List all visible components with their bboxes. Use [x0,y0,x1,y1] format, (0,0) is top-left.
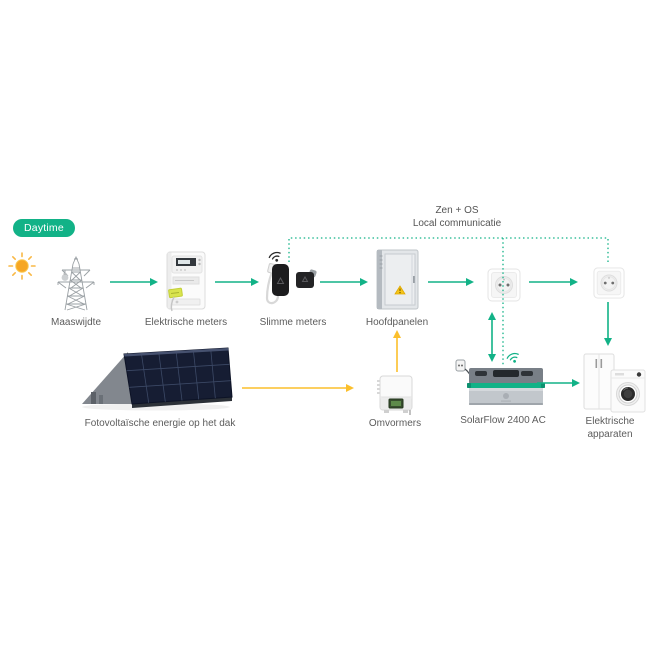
sun-icon [8,252,36,280]
arrow-battery-to-appliances [537,379,580,387]
battery-label: SolarFlow 2400 AC [460,415,546,426]
arrow-outlet2-to-appliances [604,302,612,346]
breaker-cabinet-icon [376,249,419,310]
arrow-smartmeter-to-panel [320,278,368,286]
wall-outlet-icon [487,268,521,302]
electric-meters-label: Elektrische meters [144,317,228,328]
smart-meter-icon [265,263,317,305]
arrow-outlet1-battery-bidirectional [488,312,496,362]
arrow-grid-to-meter [110,278,158,286]
communication-title-line2: Local communicatie [412,218,502,229]
fridge-washer-icon [583,353,646,413]
electric-meter-icon [166,251,206,312]
local-communication-dotted-line [288,237,609,365]
grid-label: Maaswijdte [50,317,102,328]
appliances-label: Elektrische apparaten [585,416,635,440]
arrow-solar-to-inverter [242,384,354,392]
smart-meters-label: Slimme meters [259,317,327,328]
communication-title-line1: Zen + OS [435,205,479,216]
inverter-icon [377,375,413,415]
transmission-tower-icon [57,255,95,311]
solarflow-battery-icon [455,359,545,405]
arrow-outlet1-to-outlet2 [529,278,578,286]
arrow-inverter-to-panel [393,330,401,372]
arrow-meter-to-smartmeter [215,278,259,286]
daytime-badge: Daytime [13,219,75,237]
wall-outlet-icon [593,267,625,299]
solar-label: Fotovoltaïsche energie op het dak [84,418,236,429]
inverter-label: Omvormers [368,418,422,429]
main-panel-label: Hoofdpanelen [365,317,429,328]
solar-roof-icon [82,347,233,411]
arrow-panel-to-outlet1 [428,278,474,286]
wifi-icon [268,251,281,262]
wifi-icon [506,352,519,363]
